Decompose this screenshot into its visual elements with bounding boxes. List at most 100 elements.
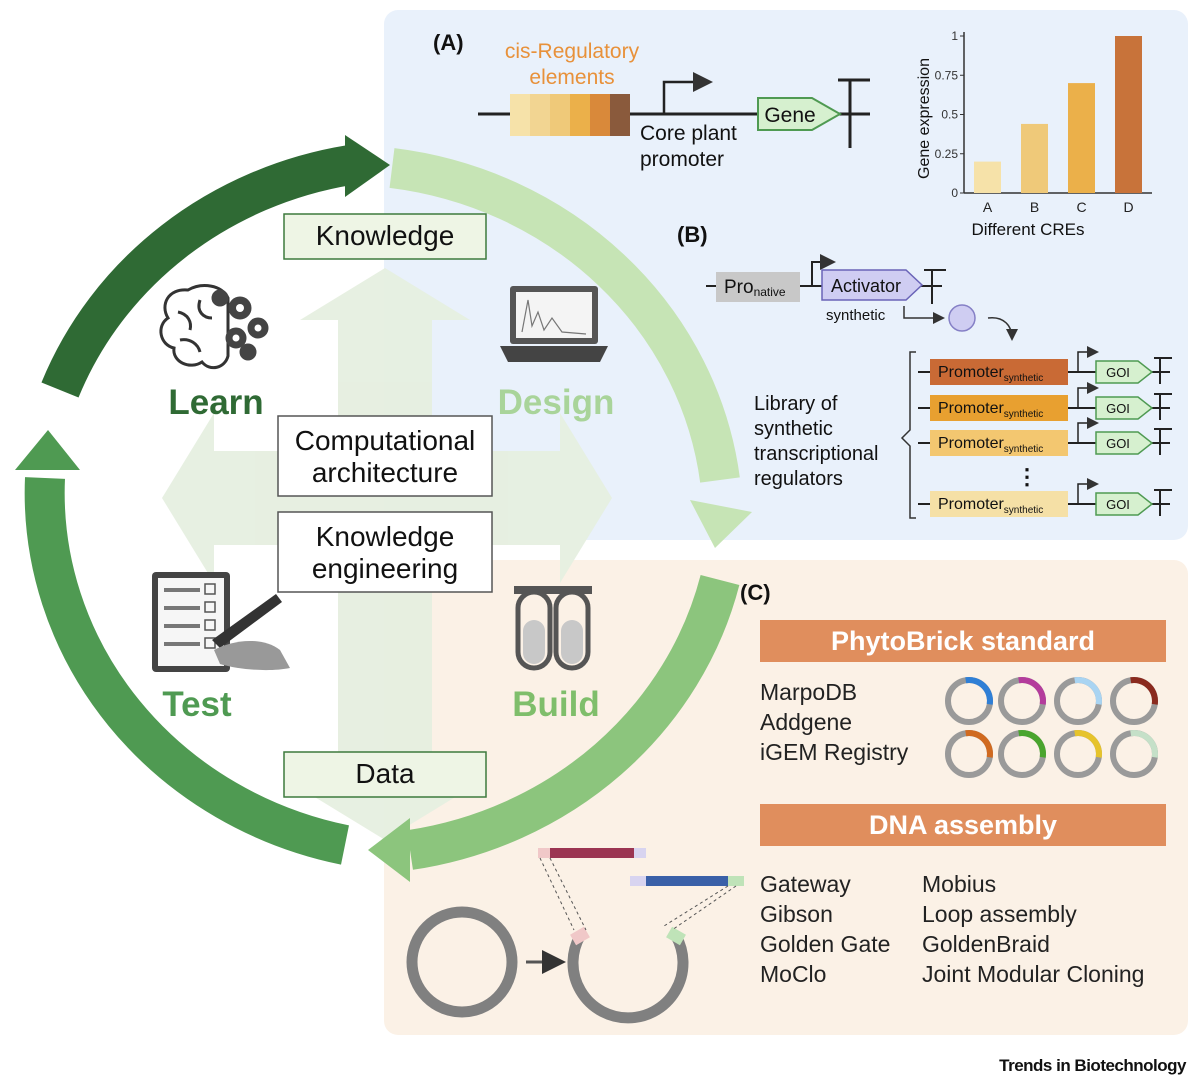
synthetic-caption: synthetic (826, 307, 886, 324)
arrow-learn-to-design (41, 145, 354, 398)
knowledge-label: Knowledge (316, 220, 455, 251)
cycle-arrows (15, 135, 752, 882)
goi-box (1095, 360, 1154, 384)
activator-tss-arrow (811, 254, 836, 286)
promoter-subscript: synthetic (1004, 444, 1043, 455)
plasmid-icon (1110, 677, 1158, 725)
cre-blocks (510, 94, 630, 136)
test-tubes-icon (514, 586, 592, 671)
know-eng-line1: Knowledge (316, 521, 455, 552)
activator-to-protein-arrow (903, 306, 945, 324)
promoter-terminator (1154, 428, 1172, 455)
panel-b-label: (B) (677, 222, 708, 247)
pro-native-label: Pronative (724, 277, 786, 299)
chart-bar-A (974, 161, 1001, 193)
library-brace (900, 351, 916, 519)
panel-a-label: (A) (433, 30, 464, 55)
core-promoter-line2: promoter (640, 148, 724, 171)
method-left-1: Gibson (760, 901, 833, 927)
chart-y-tick-label: 1 (951, 29, 958, 43)
phytobrick-header (760, 620, 1166, 662)
promoter-row: Promotersynthetic GOI (918, 346, 1172, 385)
chart-x-tick-label: D (1123, 199, 1133, 215)
goi-label: GOI (1106, 497, 1130, 512)
chart-bar-C (1068, 83, 1095, 193)
chart-y-tick-label: 0 (951, 186, 958, 200)
goi-label: GOI (1106, 401, 1130, 416)
pro-native-box (716, 272, 800, 302)
promoter-subscript: synthetic (1004, 409, 1043, 420)
open-plasmid-icon (567, 933, 689, 1024)
promoter-label: Promotersynthetic (938, 435, 1043, 455)
cre-title-line1: cis-Regulatory (505, 40, 640, 63)
promoter-text: Promoter (938, 364, 1004, 381)
chart-y-tick-label: 0.5 (941, 108, 958, 122)
chart-y-tick-label: 0.75 (935, 68, 959, 82)
data-label: Data (355, 758, 415, 789)
core-promoter-line1: Core plant (640, 122, 737, 145)
journal-brand: Trends in Biotechnology (999, 1056, 1186, 1075)
gene-label: Gene (764, 104, 815, 127)
plasmid-icon (1110, 730, 1158, 778)
promoter-tss-arrow (1077, 382, 1099, 408)
comp-arch-line2: architecture (312, 457, 458, 488)
promoter-text: Promoter (938, 496, 1004, 513)
promoter-row: Promotersynthetic GOI (918, 417, 1172, 456)
chart-y-tick-label: 0.25 (935, 147, 959, 161)
plasmid-icon (1054, 677, 1102, 725)
plasmid-icon (998, 677, 1046, 725)
arrow-design-to-build (389, 148, 740, 483)
native-subscript: native (754, 285, 786, 299)
chart-bar-D (1115, 36, 1142, 193)
brain-gears-icon (159, 284, 269, 370)
promoter-box (930, 395, 1068, 421)
chart-x-tick-label: B (1030, 199, 1039, 215)
goi-label: GOI (1106, 436, 1130, 451)
method-right-1: Loop assembly (922, 901, 1077, 927)
pro-text: Pro (724, 277, 754, 298)
plasmid-grid (945, 677, 1158, 778)
empty-plasmid-icon (406, 906, 518, 1018)
method-left-2: Golden Gate (760, 931, 890, 957)
terminator-a (838, 78, 870, 148)
tss-arrow (662, 72, 713, 114)
chart-x-axis-label: Different CREs (971, 220, 1084, 239)
plasmid-icon (998, 730, 1046, 778)
library-ellipsis: ⋮ (1016, 464, 1038, 489)
database-item-2: iGEM Registry (760, 739, 909, 765)
library-line4: regulators (754, 468, 843, 490)
comp-arch-line1: Computational (295, 425, 476, 456)
database-item-0: MarpoDB (760, 679, 857, 705)
knowledge-engineering-box (277, 511, 493, 593)
promoter-box (930, 491, 1068, 517)
promoter-row: Promotersynthetic GOI (918, 382, 1172, 421)
promoter-box (930, 359, 1068, 385)
plasmid-icon (945, 677, 993, 725)
method-right-3: Joint Modular Cloning (922, 961, 1144, 987)
promoter-label: Promotersynthetic (938, 364, 1043, 384)
dna-assembly-header (760, 804, 1166, 846)
gene-box (757, 97, 843, 131)
method-left-0: Gateway (760, 871, 851, 897)
plasmid-icon (1054, 730, 1102, 778)
chart-x-tick-label: A (983, 199, 993, 215)
plasmid-icon (945, 730, 993, 778)
library-line3: transcriptional (754, 443, 879, 465)
panel-c-background (384, 560, 1188, 1035)
goi-label: GOI (1106, 365, 1130, 380)
database-item-1: Addgene (760, 709, 852, 735)
knowledge-box (283, 213, 487, 260)
goi-box (1095, 431, 1154, 455)
activator-box (821, 269, 924, 301)
chart-x-tick-label: C (1076, 199, 1086, 215)
dna-assembly-illustration (406, 848, 744, 1024)
promoter-label: Promotersynthetic (938, 400, 1043, 420)
library-line1: Library of (754, 393, 838, 415)
method-right-0: Mobius (922, 871, 996, 897)
promoter-text: Promoter (938, 400, 1004, 417)
dna-assembly-title: DNA assembly (869, 810, 1057, 840)
activator-label: Activator (831, 276, 901, 296)
promoter-terminator (1154, 393, 1172, 420)
